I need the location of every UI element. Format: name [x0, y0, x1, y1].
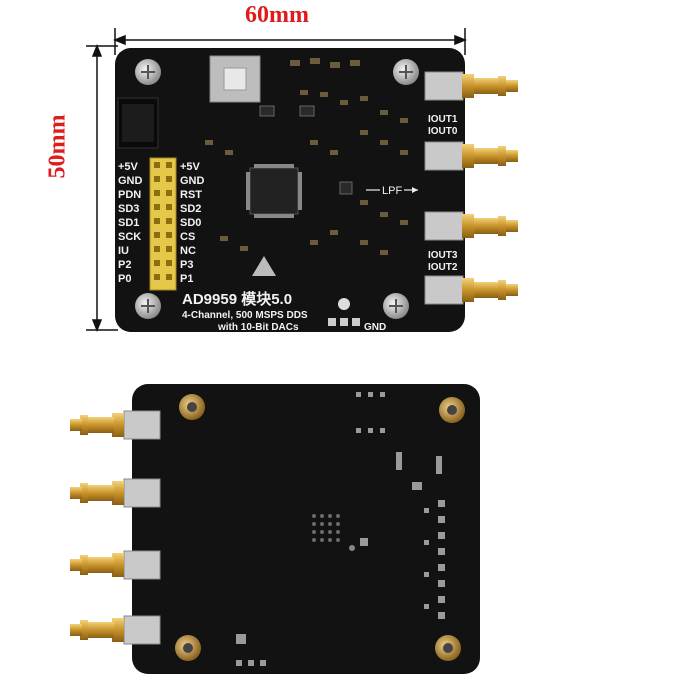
svg-text:LPF: LPF — [382, 185, 402, 197]
back-solder-pads — [236, 392, 445, 666]
pin-label: P2 — [118, 259, 131, 271]
logo-triangle — [252, 256, 276, 276]
board-front: +5V GND PDN SD3 SD1 SCK IU P2 P0 +5V GND… — [115, 48, 518, 333]
pin-label: SD3 — [118, 203, 139, 215]
pin-label: P1 — [180, 273, 193, 285]
sma-connector — [424, 211, 518, 241]
board-subtitle-line1: 4-Channel, 500 MSPS DDS — [182, 310, 308, 321]
pin-label: SCK — [118, 231, 141, 243]
mounting-screw-icon — [135, 59, 161, 85]
pin-label: SD2 — [180, 203, 201, 215]
pin-header-icon — [149, 157, 177, 291]
pin-label: GND — [118, 175, 143, 187]
sma-connector — [70, 410, 161, 440]
pin-label: NC — [180, 245, 196, 257]
pin-label: P0 — [118, 273, 131, 285]
left-pin-labels: +5V GND PDN SD3 SD1 SCK IU P2 P0 — [118, 161, 143, 285]
dimension-lines — [86, 28, 468, 333]
sma-connector — [70, 550, 161, 580]
sma-connectors-front — [424, 71, 518, 305]
mounting-screw-icon — [135, 293, 161, 319]
smd-components — [205, 58, 408, 255]
pin-label: PDN — [118, 189, 141, 201]
pin-label: SD1 — [118, 217, 139, 229]
sma-connector — [424, 141, 518, 171]
output-label: IOUT0 — [428, 126, 458, 137]
width-dimension-label: 60mm — [245, 2, 309, 28]
right-pin-labels: +5V GND RST SD2 SD0 CS NC P3 P1 — [180, 161, 205, 285]
pin-label: IU — [118, 245, 129, 257]
pin-label: P3 — [180, 259, 193, 271]
back-via-grid — [312, 514, 340, 542]
output-label: IOUT2 — [428, 262, 458, 273]
lpf-indicator: LPF — [366, 185, 418, 197]
board-back — [70, 384, 480, 674]
pin-label: +5V — [118, 161, 139, 173]
pin-label: GND — [180, 175, 205, 187]
sma-connector — [70, 615, 161, 645]
pin-label: +5V — [180, 161, 201, 173]
output-label: IOUT3 — [428, 250, 458, 261]
sma-connector — [424, 275, 518, 305]
dds-chip-icon — [249, 167, 299, 215]
sma-connectors-back — [70, 410, 161, 645]
sma-connector — [424, 71, 518, 101]
pin-label: SD0 — [180, 217, 201, 229]
output-labels: IOUT1 IOUT0 IOUT3 IOUT2 — [428, 114, 458, 273]
board-title: AD9959 模块5.0 — [182, 290, 292, 308]
pin-label: CS — [180, 231, 195, 243]
mounting-screws-front — [135, 59, 419, 319]
sma-connector — [70, 478, 161, 508]
mounting-standoffs-back — [175, 394, 465, 661]
board-subtitle-line2: with 10-Bit DACs — [217, 322, 299, 333]
output-label: IOUT1 — [428, 114, 458, 125]
mounting-screw-icon — [383, 293, 409, 319]
pin-label: RST — [180, 189, 202, 201]
gnd-label: GND — [364, 322, 386, 333]
mounting-screw-icon — [393, 59, 419, 85]
